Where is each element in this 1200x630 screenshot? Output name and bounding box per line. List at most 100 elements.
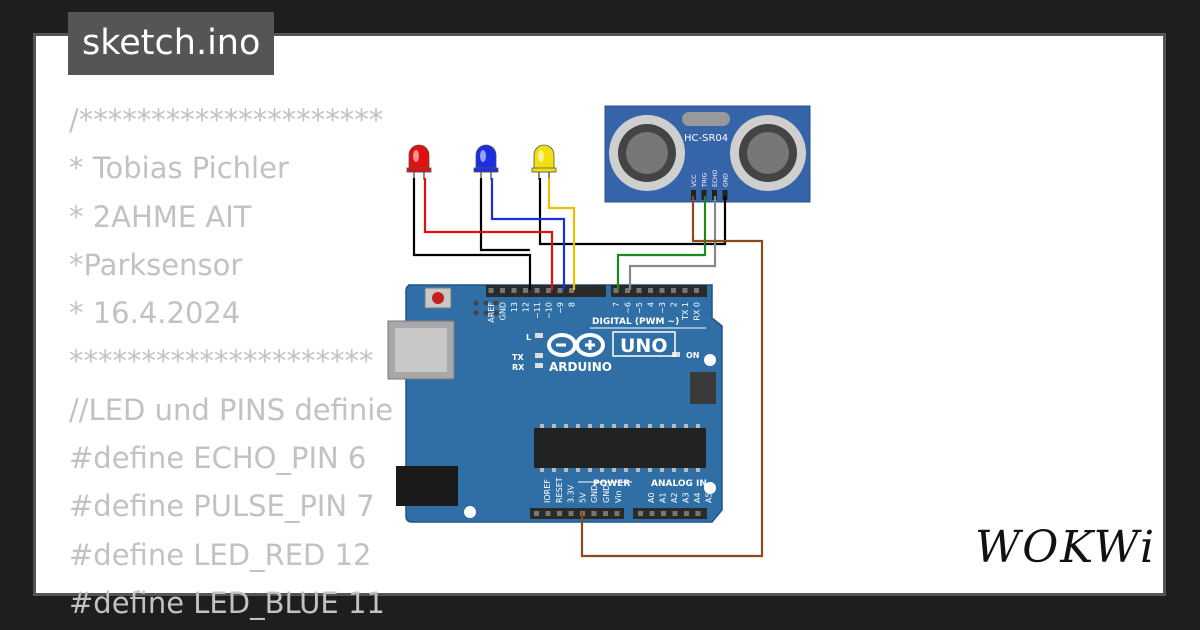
header-pin[interactable] — [671, 288, 676, 293]
header-pin[interactable] — [682, 288, 688, 293]
code-line: *Parksensor — [69, 247, 243, 282]
pin-label: ~9 — [556, 302, 565, 314]
led-tx — [535, 353, 543, 358]
led-label-on: ON — [686, 351, 700, 360]
header-pin[interactable] — [534, 288, 540, 293]
usb-port-inner — [395, 328, 447, 372]
header-pin[interactable] — [500, 288, 505, 293]
power-pin-label: GND — [590, 485, 599, 503]
wire-vcc-5v — [580, 196, 764, 558]
header-pin[interactable] — [648, 288, 653, 293]
pin-label: 7 — [612, 302, 621, 307]
code-line: /********************* — [69, 103, 384, 137]
header-pin[interactable] — [523, 288, 528, 293]
header-pin[interactable] — [638, 511, 643, 516]
led-group[interactable] — [406, 144, 557, 180]
power-pin-label: 5V — [578, 492, 587, 503]
led-label-tx: TX — [512, 353, 524, 362]
bottom-header-pins — [534, 511, 701, 516]
power-pin-label: Vin — [614, 490, 623, 503]
code-line: #define ECHO_PIN 6 — [69, 441, 367, 476]
led-label-rx: RX — [512, 363, 525, 372]
header-pin[interactable] — [661, 511, 666, 516]
analog-header — [633, 508, 707, 519]
pin-label: ~3 — [658, 302, 667, 314]
header-pin[interactable] — [568, 511, 574, 516]
sensor-pin-label: TRIG — [702, 172, 709, 188]
sensor-pin-label: ECHO — [712, 170, 719, 187]
power-header — [530, 508, 624, 519]
arduino-model: UNO — [620, 335, 667, 357]
code-line: #define LED_RED 12 — [69, 537, 372, 572]
arduino-logo-icon — [547, 333, 605, 357]
header-pin[interactable] — [614, 511, 620, 516]
header-pin[interactable] — [636, 288, 642, 293]
header-pin[interactable] — [603, 511, 608, 516]
icsp-header — [473, 300, 499, 316]
header-pin[interactable] — [625, 288, 630, 293]
code-line: #define PULSE_PIN 7 — [69, 489, 375, 524]
header-pin[interactable] — [545, 511, 551, 516]
header-pin[interactable] — [649, 511, 655, 516]
wokwi-logo: WOKWi — [975, 522, 1157, 573]
pin-label: ~5 — [635, 302, 644, 314]
sensor-pin[interactable] — [701, 190, 707, 200]
mount-hole — [464, 506, 476, 518]
power-pin-label: IOREF — [543, 479, 552, 503]
header-pin[interactable] — [534, 511, 539, 516]
pin-label: 13 — [510, 302, 519, 312]
mount-hole — [704, 354, 716, 366]
code-line: * Tobias Pichler — [69, 151, 289, 186]
wire-trig-pin7 — [616, 196, 707, 290]
header-pin[interactable] — [569, 288, 574, 293]
reset-button-cap[interactable] — [432, 292, 444, 304]
header-pin[interactable] — [672, 511, 678, 516]
header-pin[interactable] — [591, 511, 597, 516]
pin-label: AREF — [487, 302, 496, 323]
header-pin[interactable] — [546, 288, 551, 293]
pin-label: ~10 — [545, 302, 554, 319]
power-pin-label: GND — [602, 485, 611, 503]
header-pin[interactable] — [511, 288, 517, 293]
analog-pin-label: A3 — [682, 492, 691, 503]
header-pin[interactable] — [557, 511, 562, 516]
sensor-pin[interactable] — [691, 190, 696, 200]
power-pin-label: 3.3V — [567, 484, 576, 503]
header-pin[interactable] — [557, 288, 563, 293]
sensor-pin[interactable] — [722, 190, 728, 200]
header-pin[interactable] — [613, 288, 619, 293]
power-pin-label: RESET — [555, 477, 564, 503]
led-rx — [535, 363, 543, 368]
header-pin[interactable] — [694, 288, 699, 293]
led-on — [672, 352, 680, 357]
code-line: //LED und PINS definie — [69, 392, 394, 427]
wire-blue-led-gnd — [479, 178, 530, 252]
led-yellow[interactable] — [531, 144, 557, 180]
header-pin[interactable] — [695, 511, 701, 516]
digital-header-pins — [488, 288, 699, 293]
chip-legs — [540, 424, 700, 472]
code-listing: /********************* * Tobias Pichler * … — [69, 96, 393, 627]
header-pin[interactable] — [684, 511, 689, 516]
header-pin[interactable] — [488, 288, 494, 293]
led-red[interactable] — [406, 144, 432, 180]
wire-led-blue-pin11 — [490, 178, 566, 290]
pin-label: GND — [499, 302, 508, 320]
sensor-crystal — [682, 112, 730, 126]
sensor-pin[interactable] — [712, 190, 717, 200]
digital-label: DIGITAL (PWM ~) — [592, 317, 679, 327]
led-blue[interactable] — [473, 144, 499, 180]
file-name-tab[interactable]: sketch.ino — [68, 12, 275, 75]
atmega-chip — [534, 428, 706, 468]
wires — [412, 178, 764, 558]
header-pin[interactable] — [659, 288, 665, 293]
code-line: * 2AHME AIT — [69, 199, 252, 234]
wire-red-led-gnd — [412, 178, 532, 290]
wire-led-yellow-pin10 — [547, 178, 576, 290]
mount-hole — [704, 482, 716, 494]
wire-yellow-led-gnd — [538, 178, 727, 246]
